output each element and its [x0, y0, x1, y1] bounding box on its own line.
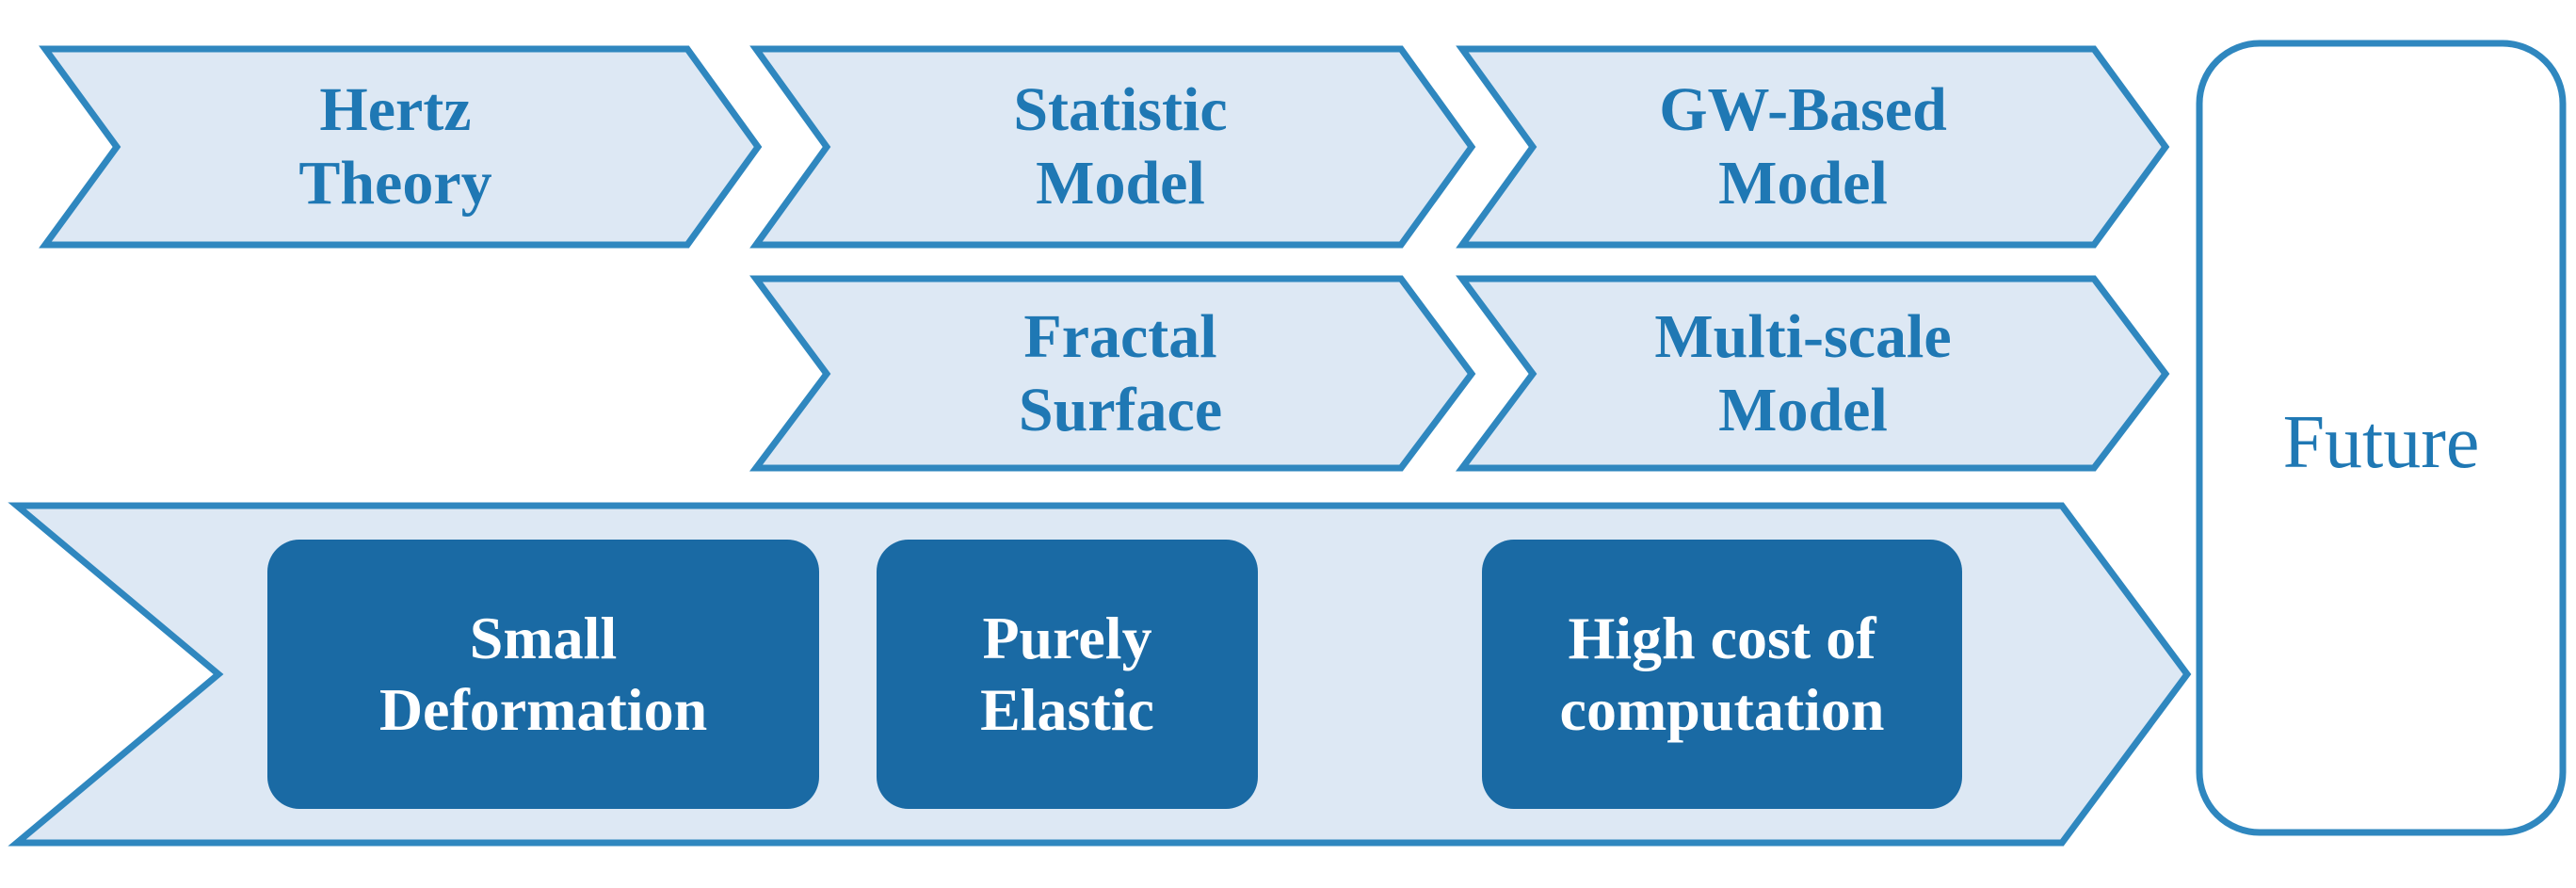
fractal-surface-label: Fractal Surface: [1018, 302, 1223, 444]
future-box: [2196, 40, 2567, 836]
statistic-model-label: Statistic Model: [1013, 75, 1228, 218]
chevron-multi-scale-model: [1456, 275, 2170, 472]
high-cost-box: High cost of computation: [1482, 540, 1962, 809]
hertz-theory-label: Hertz Theory: [298, 75, 492, 218]
purely-elastic-box: Purely Elastic: [877, 540, 1258, 809]
future-label: Future: [2282, 400, 2480, 484]
chevron-hertz-theory: [39, 45, 763, 249]
chevron-fractal-surface: [749, 275, 1476, 472]
multi-scale-model-label: Multi-scale Model: [1654, 302, 1952, 444]
small-deformation-box: Small Deformation: [267, 540, 819, 809]
chevron-gw-based-model: [1456, 45, 2170, 249]
chevron-statistic-model: [749, 45, 1476, 249]
gw-based-model-label: GW-Based Model: [1659, 75, 1947, 218]
